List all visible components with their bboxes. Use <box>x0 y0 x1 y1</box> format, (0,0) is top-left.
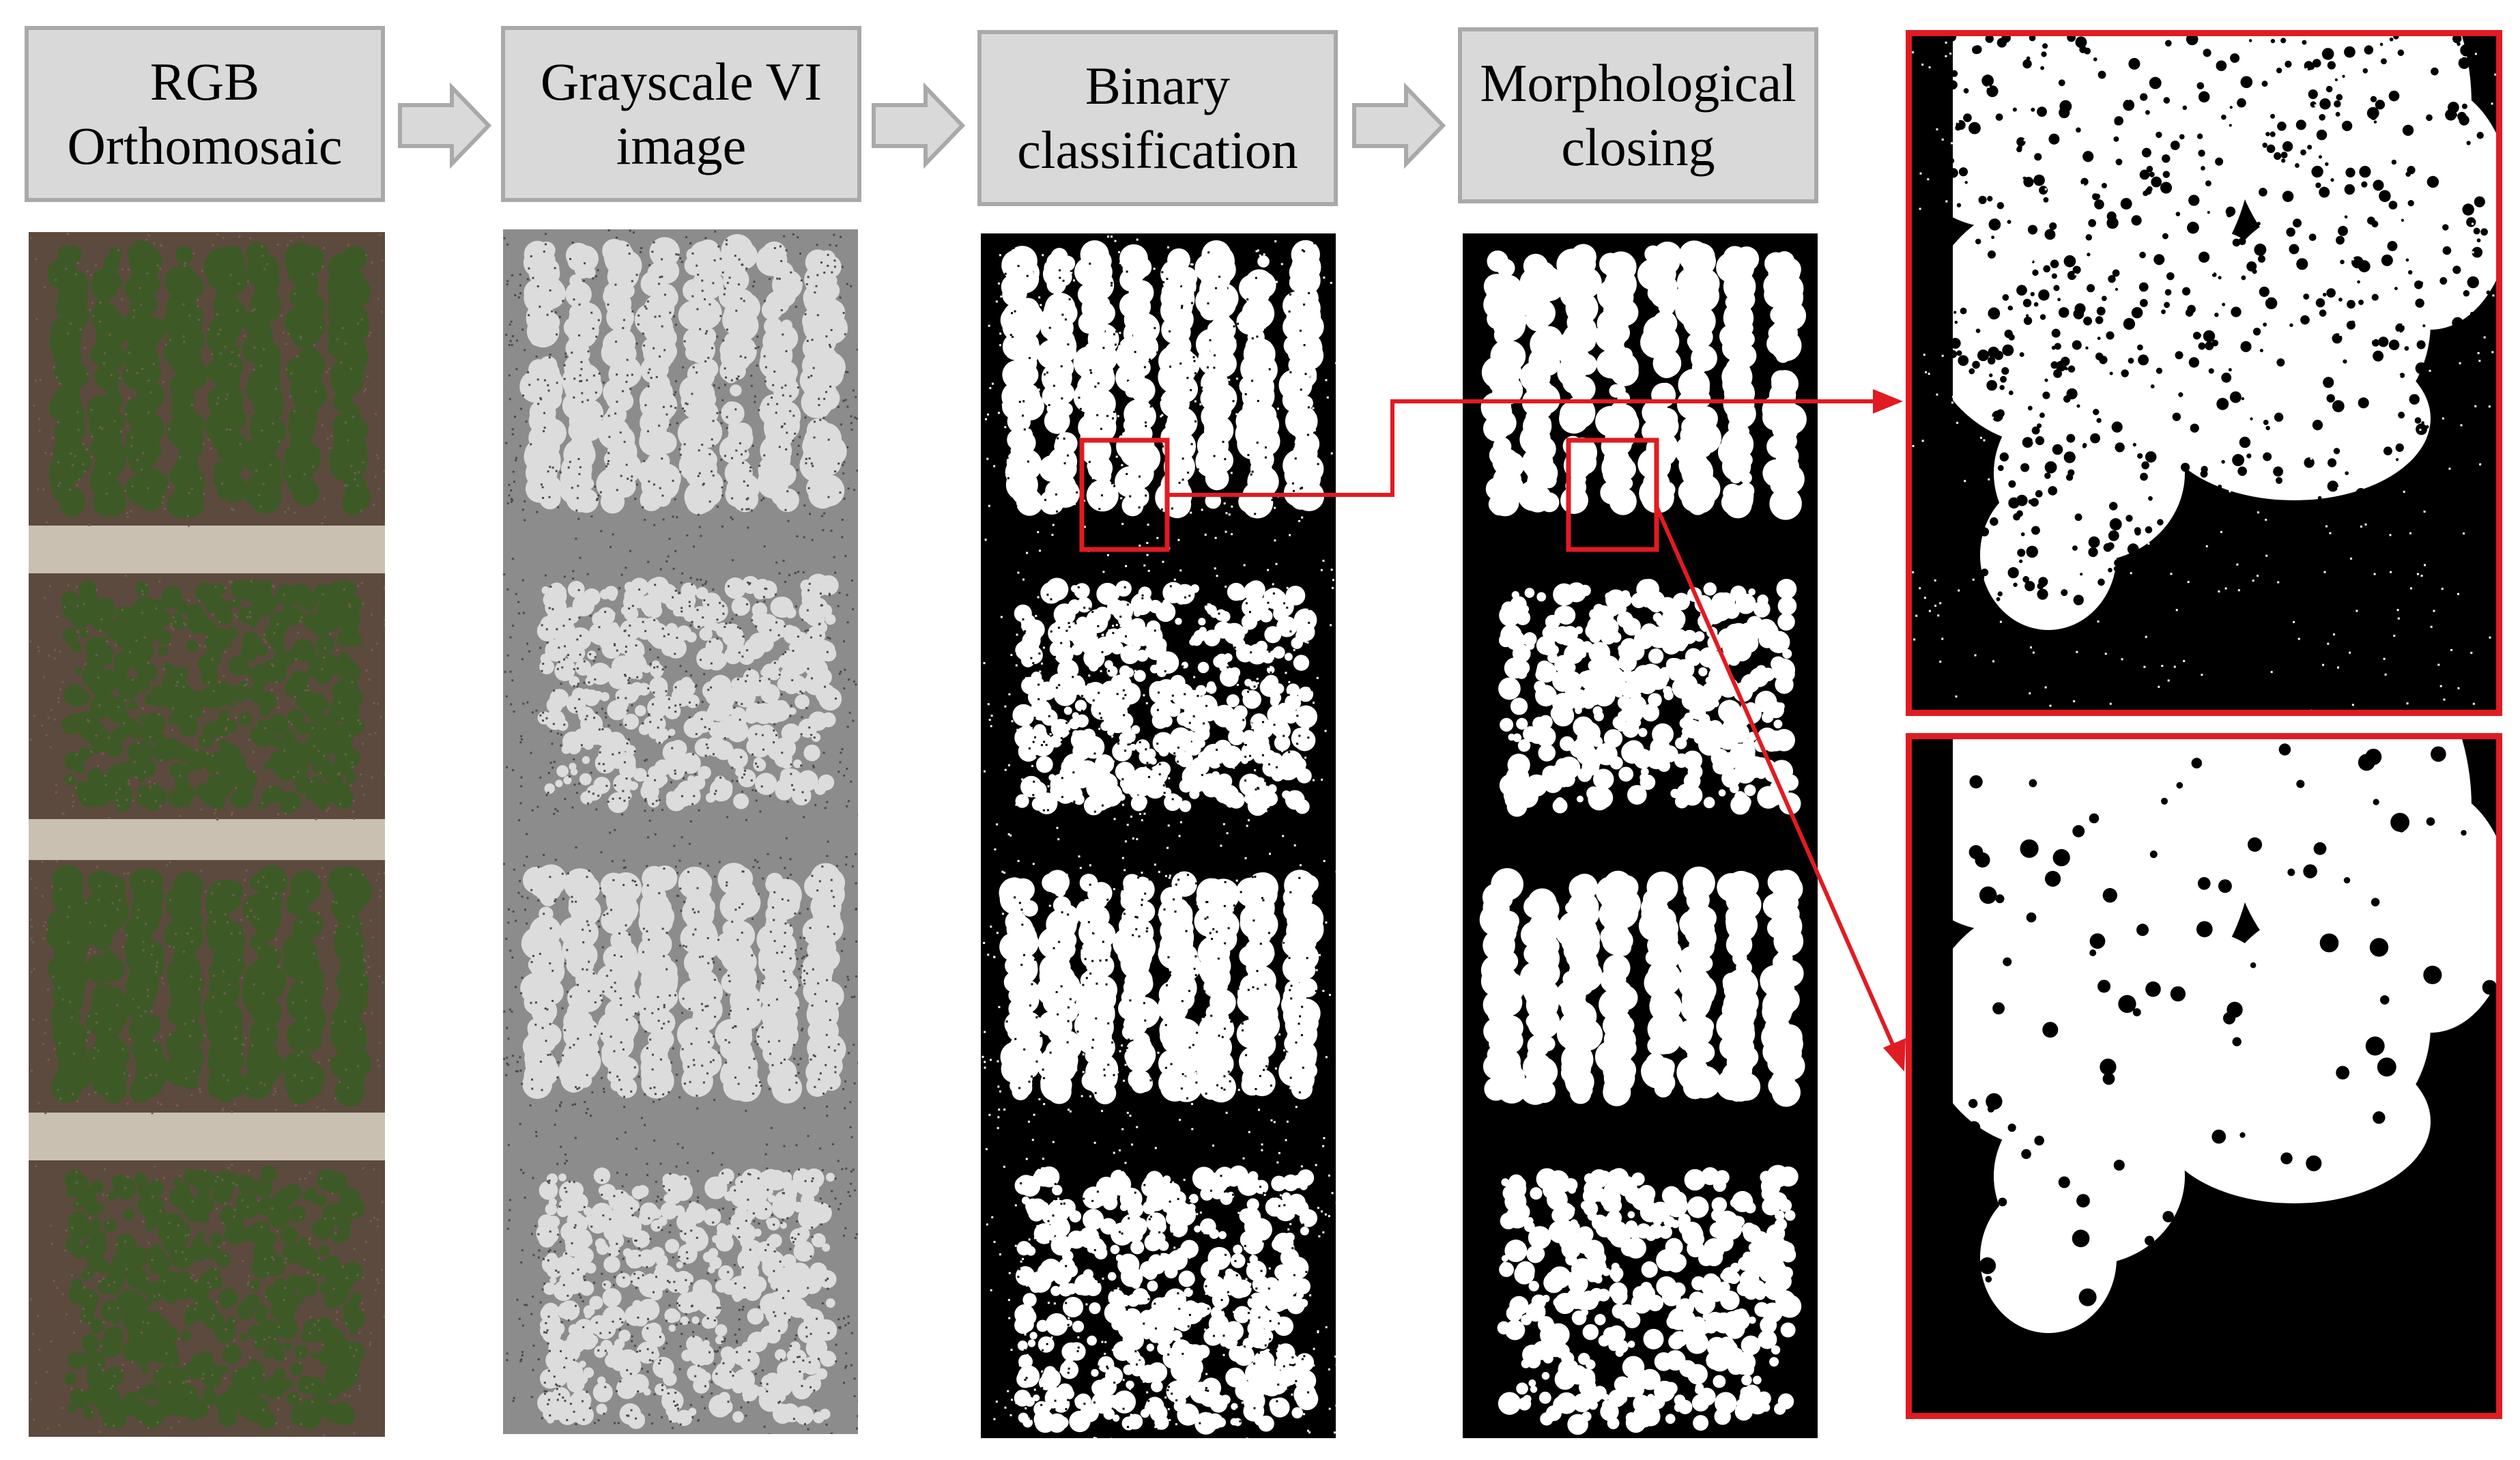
step-box-morphological-closing: Morphological closing <box>1458 27 1818 203</box>
binary-classification-image <box>981 233 1336 1438</box>
rgb-orthomosaic-image <box>29 232 385 1437</box>
step-box-grayscale-vi: Grayscale VI image <box>501 26 861 202</box>
step-label-grayscale-vi: Grayscale VI image <box>540 52 822 175</box>
step-box-binary-classification: Binary classification <box>977 30 1338 206</box>
step-label-rgb-orthomosaic: RGB Orthomosaic <box>67 52 343 175</box>
flow-arrow-1 <box>398 82 492 169</box>
zoomed-binary-detail <box>1906 30 2502 716</box>
zoomed-closing-detail <box>1906 733 2502 1419</box>
grayscale-vi-image <box>503 229 858 1434</box>
step-box-rgb-orthomosaic: RGB Orthomosaic <box>25 26 385 202</box>
step-label-binary-classification: Binary classification <box>1017 56 1298 180</box>
step-label-morphological-closing: Morphological closing <box>1480 53 1796 177</box>
morphological-closing-image <box>1463 233 1818 1438</box>
flow-arrow-3 <box>1352 82 1446 169</box>
flow-arrow-2 <box>872 82 966 169</box>
